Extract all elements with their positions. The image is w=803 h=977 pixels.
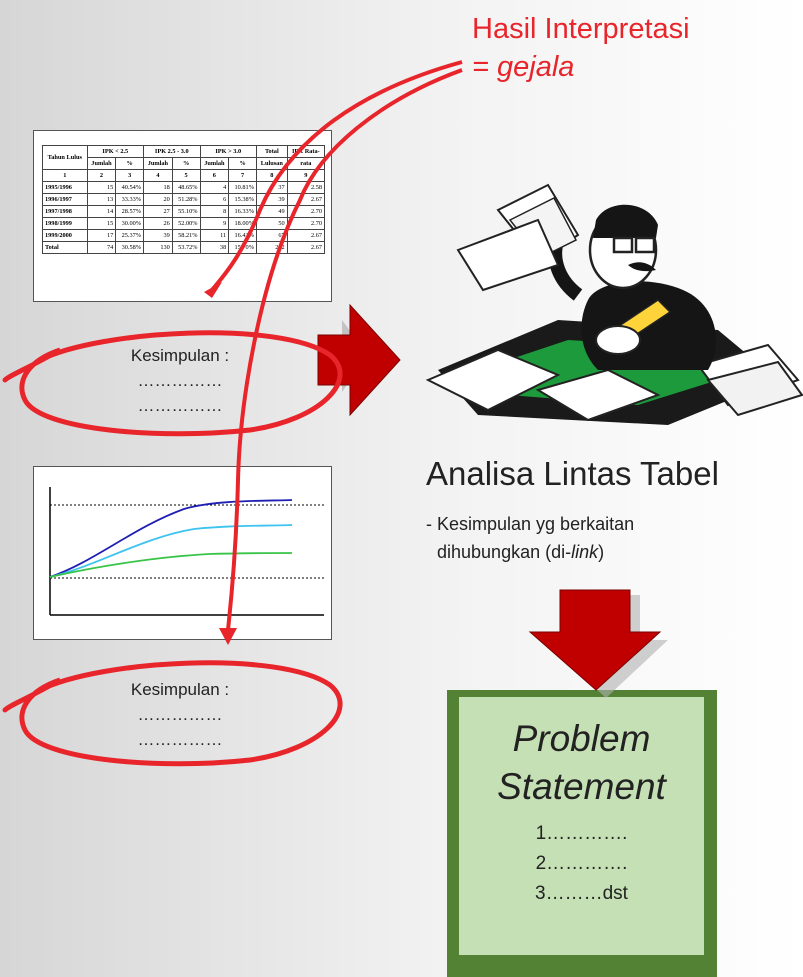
series-line-light-blue — [49, 524, 293, 578]
desc-text: ) — [598, 542, 605, 562]
conclusion-label: Kesimpulan : — [130, 346, 230, 365]
analysis-desc-line-1: - Kesimpulan yg berkaitan — [426, 514, 635, 534]
title-line-2: = gejala — [472, 51, 575, 83]
problem-item: 2…………. — [535, 853, 628, 874]
table-row: 1995/1996 15 40.54% 18 48.65% 4 10.81% 3… — [42, 181, 326, 194]
desc-link-word: link — [571, 542, 599, 562]
highlight-ellipse-2 — [2, 660, 343, 767]
table-cell: 30.58% — [115, 241, 145, 254]
line-chart-panel — [33, 466, 332, 640]
interpretation-arrow-1 — [210, 60, 463, 292]
line-chart — [49, 487, 324, 616]
problem-heading-1: Problem — [512, 718, 651, 759]
title-line-1: Hasil Interpretasi — [472, 13, 690, 45]
conclusion-line: …………… — [137, 730, 223, 749]
table-row: 1999/2000 17 25.37% 39 58.21% 11 16.42% … — [42, 229, 326, 242]
right-arrow-icon — [317, 303, 401, 417]
problem-item: 1…………. — [535, 823, 628, 844]
table-cell: Total — [42, 241, 88, 254]
table-row: 1997/1998 14 28.57% 27 55.10% 8 16.33% 4… — [42, 205, 326, 218]
highlight-ellipse-1 — [2, 330, 343, 437]
table-cell: 2.67 — [286, 241, 326, 254]
table-index-row: 1 2 3 4 5 6 7 8 9 — [42, 169, 326, 182]
arrow-head-icon — [204, 282, 222, 298]
conclusion-line: …………… — [137, 705, 223, 724]
table-cell: 38 — [199, 241, 230, 254]
conclusion-block-2: Kesimpulan : …………… …………… — [90, 677, 270, 752]
arrow-head-icon — [219, 628, 237, 645]
desc-text: dihubungkan (di- — [437, 542, 572, 562]
table-cell: 3 — [115, 169, 145, 182]
data-table-panel: Tahun Lulus IPK < 2.5 IPK 2.5 - 3.0 IPK … — [33, 130, 332, 302]
conclusion-line: …………… — [137, 371, 223, 390]
conclusion-line: …………… — [137, 396, 223, 415]
series-line-green — [49, 552, 293, 578]
interpretation-title: Hasil Interpretasi = gejala — [472, 10, 690, 86]
conclusion-block-1: Kesimpulan : …………… …………… — [90, 343, 270, 418]
series-line-dark-blue — [49, 499, 293, 578]
table-row: 1998/1999 15 30.00% 26 52.00% 9 18.00% 5… — [42, 217, 326, 230]
person-reading-papers-icon — [425, 183, 803, 425]
table-subheader: % — [171, 157, 201, 170]
graduate-gpa-table: Tahun Lulus IPK < 2.5 IPK 2.5 - 3.0 IPK … — [42, 145, 326, 254]
problem-heading-2: Statement — [497, 766, 666, 807]
down-arrow-icon — [528, 589, 662, 691]
conclusion-label: Kesimpulan : — [130, 680, 230, 699]
problem-statement-panel: Problem Statement 1…………. 2…………. 3………dst — [459, 697, 704, 955]
interpretation-arrow-2 — [226, 68, 463, 631]
analysis-title: Analisa Lintas Tabel — [426, 455, 719, 492]
table-cell: 53.72% — [171, 241, 201, 254]
analysis-desc-line-2: dihubungkan (di-link) — [426, 538, 634, 566]
analysis-description: - Kesimpulan yg berkaitan dihubungkan (d… — [426, 510, 634, 566]
problem-item: 3………dst — [535, 883, 628, 904]
